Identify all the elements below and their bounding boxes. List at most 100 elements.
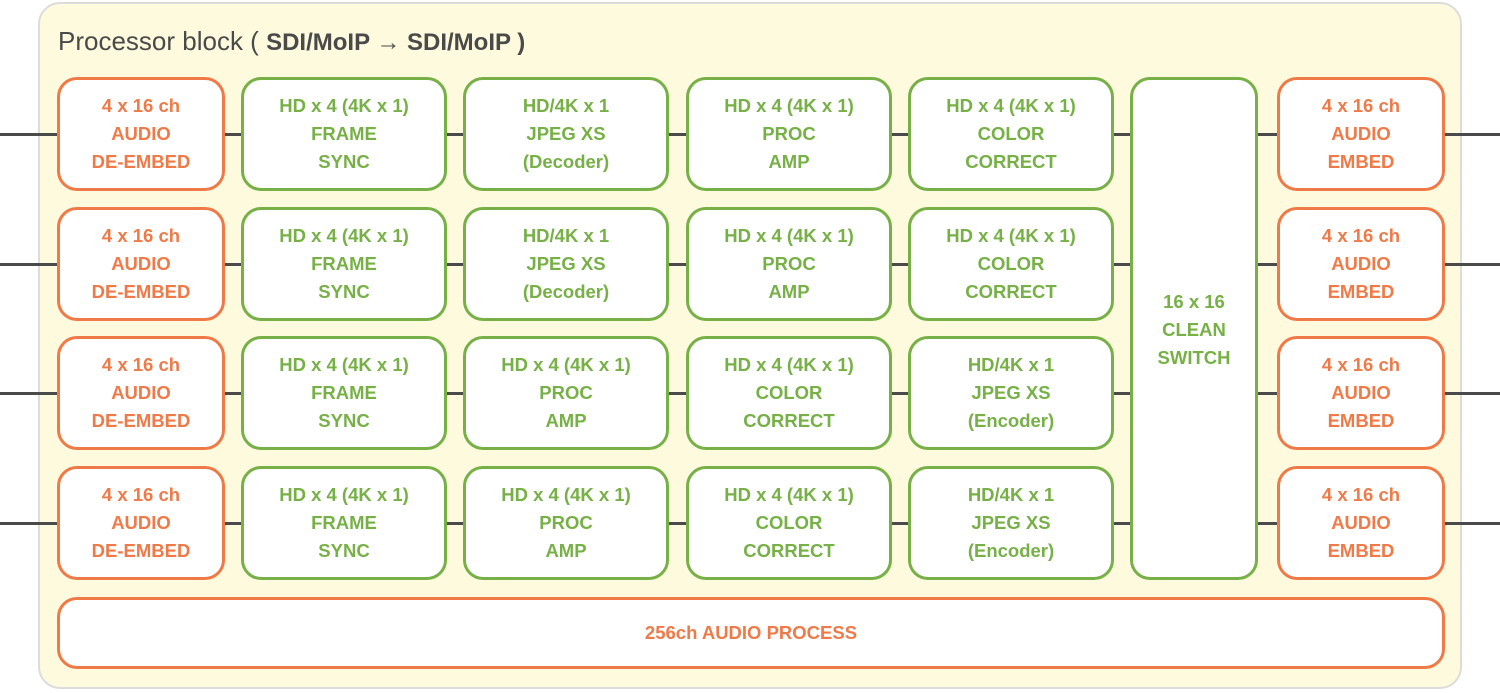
proc-block-line-1: HD x 4 (4K x 1) [501, 484, 631, 505]
jpeg-xs-block-line-1: HD/4K x 1 [522, 95, 610, 116]
color-block-line-2: COLOR [755, 512, 823, 533]
jpeg-xs-block-line-2: JPEG XS [971, 512, 1051, 533]
jpeg-xs-block-line-3: (Encoder) [967, 410, 1055, 431]
audio-deembed-block-line-3: DE-EMBED [91, 540, 191, 561]
connector-line [1256, 522, 1279, 525]
proc-block-line-1: HD x 4 (4K x 1) [724, 225, 854, 246]
connector-line [1256, 392, 1279, 395]
frame-block-line-1: HD x 4 (4K x 1) [279, 225, 409, 246]
connector-line [223, 133, 243, 136]
connector-line [890, 522, 910, 525]
color-block-line-2: COLOR [977, 123, 1045, 144]
jpeg-xs-block: HD/4K x 1 JPEG XS (Decoder) [463, 77, 669, 191]
audio-embed-block-line-2: AUDIO [1331, 123, 1391, 144]
frame-block-line-3: SYNC [318, 540, 370, 561]
audio-embed-block-line-3: EMBED [1327, 281, 1395, 302]
connector-line [445, 522, 465, 525]
audio-deembed-block-line-3: DE-EMBED [91, 410, 191, 431]
connector-line [1112, 263, 1132, 266]
connector-line [667, 522, 688, 525]
output-line [1443, 392, 1500, 395]
frame-block-line-1: HD x 4 (4K x 1) [279, 95, 409, 116]
audio-embed-block: 4 x 16 ch AUDIO EMBED [1277, 77, 1445, 191]
audio-deembed-block-line-1: 4 x 16 ch [101, 484, 181, 505]
color-block-line-1: HD x 4 (4K x 1) [724, 354, 854, 375]
frame-block-line-3: SYNC [318, 281, 370, 302]
frame-block-line-2: FRAME [311, 123, 377, 144]
audio-deembed-block-line-2: AUDIO [111, 253, 171, 274]
color-block-line-1: HD x 4 (4K x 1) [946, 95, 1076, 116]
connector-line [890, 392, 910, 395]
frame-block-line-1: HD x 4 (4K x 1) [279, 484, 409, 505]
audio-deembed-block: 4 x 16 ch AUDIO DE-EMBED [57, 336, 225, 450]
proc-block-line-2: PROC [539, 382, 593, 403]
audio-deembed-block-line-1: 4 x 16 ch [101, 225, 181, 246]
connector-line [1256, 263, 1279, 266]
audio-embed-block-line-2: AUDIO [1331, 512, 1391, 533]
proc-block-line-3: AMP [545, 410, 587, 431]
proc-block-line-2: PROC [762, 123, 816, 144]
proc-block-line-2: PROC [539, 512, 593, 533]
audio-embed-block-line-1: 4 x 16 ch [1321, 95, 1401, 116]
connector-line [445, 392, 465, 395]
input-line [0, 133, 58, 136]
jpeg-xs-block-line-3: (Decoder) [522, 281, 610, 302]
audio-deembed-block: 4 x 16 ch AUDIO DE-EMBED [57, 77, 225, 191]
connector-line [223, 522, 243, 525]
frame-block-line-3: SYNC [318, 151, 370, 172]
audio-deembed-block-line-2: AUDIO [111, 123, 171, 144]
connector-line [890, 133, 910, 136]
diagram-title: Processor block ( SDI/MoIP → SDI/MoIP ) [58, 26, 525, 57]
title-prefix: Processor block ( [58, 26, 267, 56]
audio-deembed-block-line-1: 4 x 16 ch [101, 95, 181, 116]
input-line [0, 392, 58, 395]
color-block-line-1: HD x 4 (4K x 1) [724, 484, 854, 505]
color-block: HD x 4 (4K x 1) COLOR CORRECT [686, 336, 892, 450]
audio-deembed-block-line-2: AUDIO [111, 382, 171, 403]
frame-block-line-1: HD x 4 (4K x 1) [279, 354, 409, 375]
audio-deembed-block-line-1: 4 x 16 ch [101, 354, 181, 375]
proc-block-line-3: AMP [545, 540, 587, 561]
audio-embed-block-line-3: EMBED [1327, 410, 1395, 431]
proc-block-line-1: HD x 4 (4K x 1) [501, 354, 631, 375]
audio-embed-block-line-3: EMBED [1327, 151, 1395, 172]
proc-block: HD x 4 (4K x 1) PROC AMP [463, 336, 669, 450]
jpeg-xs-block-line-3: (Decoder) [522, 151, 610, 172]
connector-line [223, 392, 243, 395]
proc-block-line-2: PROC [762, 253, 816, 274]
color-block-line-3: CORRECT [743, 540, 835, 561]
color-block-line-3: CORRECT [743, 410, 835, 431]
connector-line [890, 263, 910, 266]
proc-block-line-1: HD x 4 (4K x 1) [724, 95, 854, 116]
jpeg-xs-block-line-1: HD/4K x 1 [967, 354, 1055, 375]
audio-embed-block-line-1: 4 x 16 ch [1321, 225, 1401, 246]
audio-deembed-block: 4 x 16 ch AUDIO DE-EMBED [57, 207, 225, 321]
clean-switch-line-1: 16 x 16 [1163, 291, 1225, 312]
input-line [0, 263, 58, 266]
color-block-line-3: CORRECT [965, 151, 1057, 172]
connector-line [445, 133, 465, 136]
output-line [1443, 522, 1500, 525]
audio-embed-block-line-2: AUDIO [1331, 253, 1391, 274]
clean-switch-line-3: SWITCH [1157, 347, 1231, 368]
audio-embed-block-line-2: AUDIO [1331, 382, 1391, 403]
connector-line [1112, 133, 1132, 136]
audio-embed-block: 4 x 16 ch AUDIO EMBED [1277, 207, 1445, 321]
color-block: HD x 4 (4K x 1) COLOR CORRECT [908, 77, 1114, 191]
jpeg-xs-block-line-2: JPEG XS [526, 123, 606, 144]
audio-deembed-block-line-3: DE-EMBED [91, 151, 191, 172]
audio-deembed-block-line-3: DE-EMBED [91, 281, 191, 302]
color-block-line-2: COLOR [755, 382, 823, 403]
connector-line [1112, 392, 1132, 395]
connector-line [445, 263, 465, 266]
